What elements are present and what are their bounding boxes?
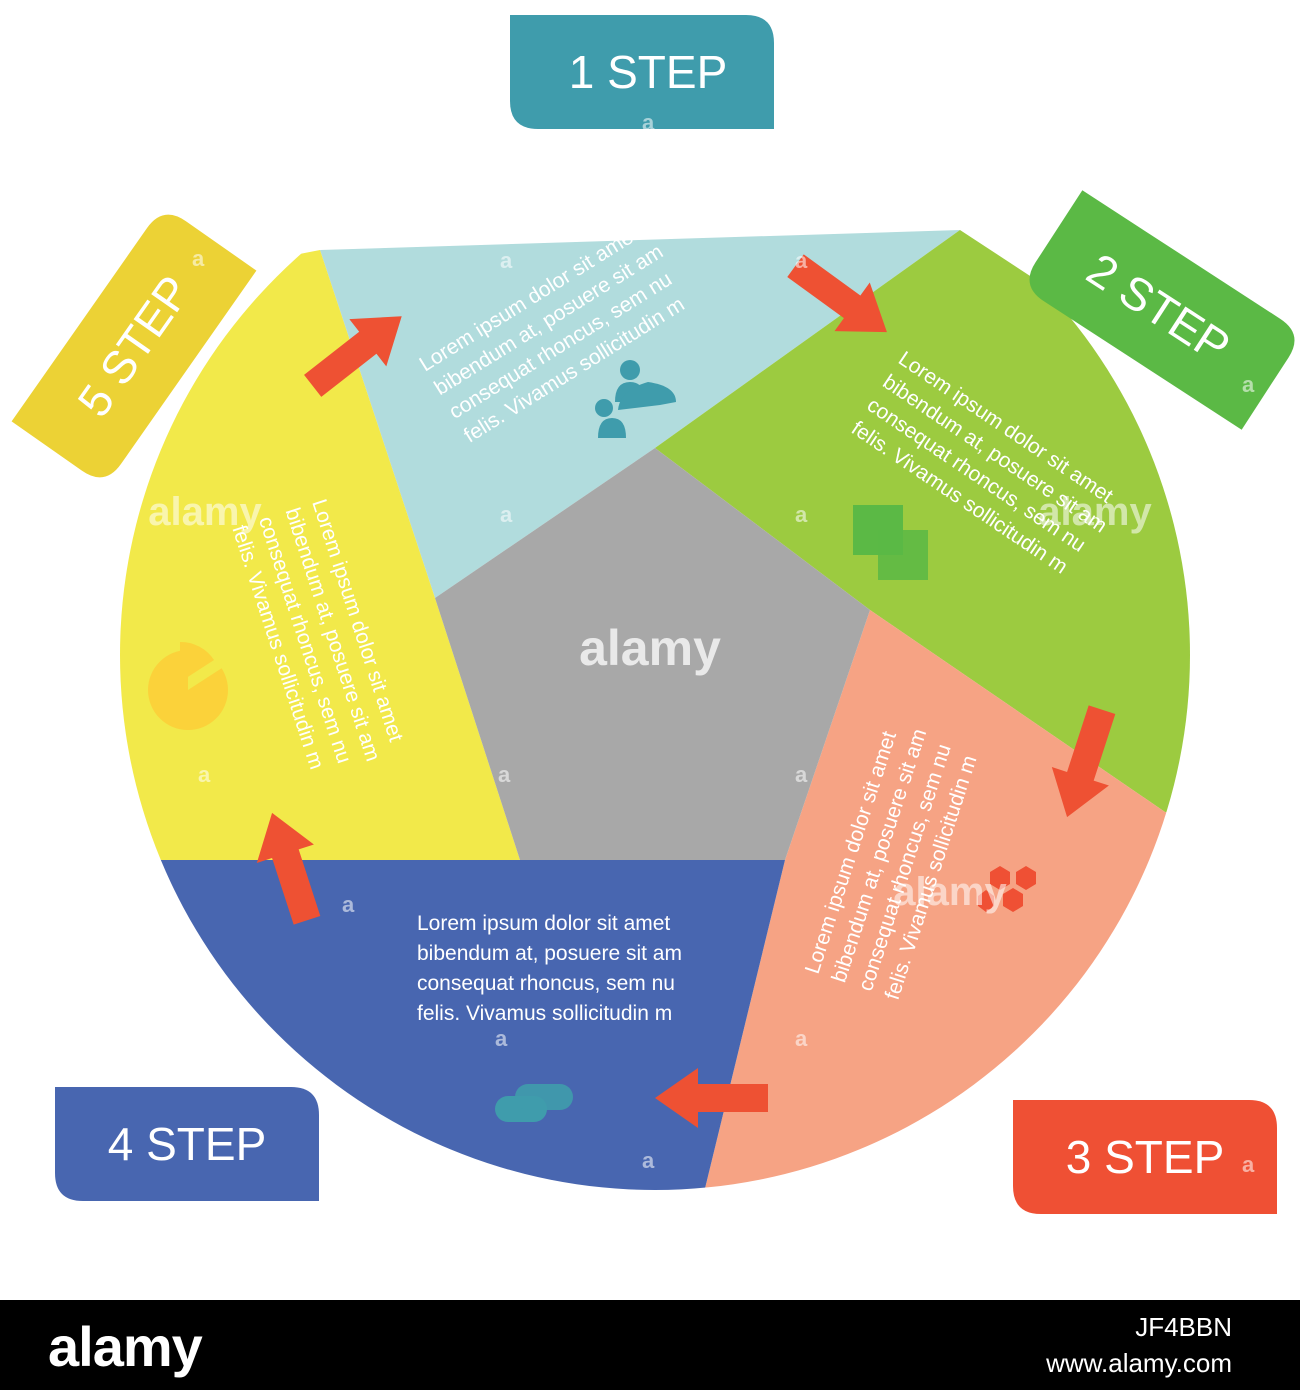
- badge-step-4-label: 4 STEP: [108, 1118, 267, 1170]
- watermark-mark: a: [198, 762, 211, 787]
- watermark-right: alamy: [1038, 490, 1152, 534]
- footer-bar: alamy JF4BBN www.alamy.com: [0, 1300, 1300, 1390]
- stacked-squares-icon: [853, 505, 928, 580]
- watermark-mark: a: [500, 502, 513, 527]
- arrow-2-to-3: [1051, 705, 1116, 818]
- watermark-mark: a: [642, 1148, 655, 1173]
- arrow-4-to-5: [256, 812, 321, 925]
- watermark-mark: a: [1242, 372, 1255, 397]
- arrow-5-to-1: [304, 316, 402, 397]
- arrow-1-to-2: [787, 254, 887, 333]
- segment-step-1: [320, 230, 960, 598]
- footer-logo: alamy: [48, 1315, 203, 1378]
- watermark-mark: a: [795, 1026, 808, 1051]
- badge-step-3: 3 STEP: [1013, 1100, 1277, 1214]
- watermark-mark: a: [192, 246, 205, 271]
- pie-chart-icon: [148, 641, 228, 730]
- watermark-left: alamy: [148, 490, 262, 534]
- segment-step-2: [655, 230, 1190, 820]
- people-icon: [595, 360, 676, 438]
- watermark-lower-right: alamy: [893, 870, 1007, 914]
- step-cycle-diagram: Lorem ipsum dolor sit amet bibendum at, …: [11, 15, 1295, 1214]
- watermark-mark: a: [1242, 1152, 1255, 1177]
- watermark-mark: a: [498, 762, 511, 787]
- flow-arrows: [256, 254, 1116, 1128]
- step-4-text: Lorem ipsum dolor sit amet bibendum at, …: [417, 912, 688, 1025]
- watermark-group: alamy alamy alamy alamy a a a a a a a a …: [148, 110, 1255, 1177]
- watermark-mark: a: [642, 110, 655, 135]
- watermark-mark: a: [795, 502, 808, 527]
- hexagons-icon: [978, 866, 1036, 912]
- watermark-mark: a: [795, 248, 808, 273]
- center-pentagon: [435, 448, 870, 860]
- watermark-mark: a: [795, 762, 808, 787]
- chat-bubbles-icon: [495, 1084, 573, 1122]
- footer-image-id: JF4BBN: [1135, 1312, 1232, 1342]
- watermark-center: alamy: [579, 620, 721, 676]
- watermark-mark: a: [500, 248, 513, 273]
- arrow-3-to-4: [655, 1068, 768, 1128]
- badge-step-3-label: 3 STEP: [1066, 1131, 1225, 1183]
- watermark-mark: a: [495, 1026, 508, 1051]
- badge-step-1: 1 STEP: [510, 15, 774, 129]
- badge-step-4: 4 STEP: [55, 1087, 319, 1201]
- badge-step-1-label: 1 STEP: [569, 46, 728, 98]
- footer-url: www.alamy.com: [1046, 1348, 1232, 1378]
- watermark-mark: a: [342, 892, 355, 917]
